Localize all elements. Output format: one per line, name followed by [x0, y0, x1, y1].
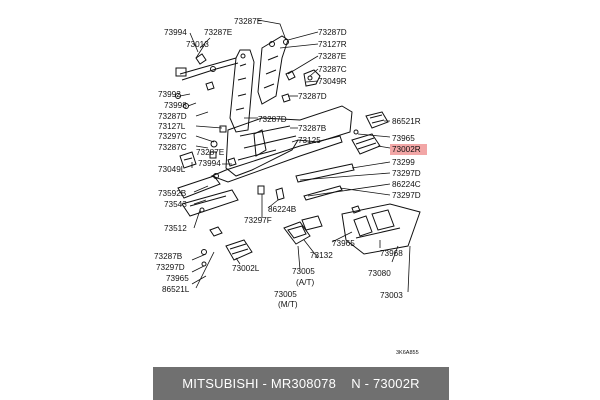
part-label: 73287C [318, 65, 347, 74]
part-label-highlight: 73002R [392, 145, 421, 154]
part-label: 73003 [380, 291, 403, 300]
part-label: 73994 [198, 159, 221, 168]
part-label: 73125 [298, 136, 321, 145]
footer-ref: N - 73002R [351, 376, 420, 391]
part-label: 73287D [298, 92, 327, 101]
part-label: 73299 [392, 158, 415, 167]
footer-part-number: MR308078 [270, 376, 337, 391]
part-label: 86224C [392, 180, 421, 189]
part-label: 73287C [158, 143, 187, 152]
footer-spacer [336, 376, 351, 391]
part-label: 73013 [186, 40, 209, 49]
part-label: 73287E [196, 148, 225, 157]
part-label: 73287E [234, 17, 263, 26]
leader-lines [179, 19, 411, 293]
part-label: 73005 [292, 267, 315, 276]
part-label: 73994 [164, 28, 187, 37]
part-label: 73287E [204, 28, 233, 37]
part-label: 73002L [232, 264, 260, 273]
part-label: 73287B [154, 252, 183, 261]
part-label: 86224B [268, 205, 297, 214]
part-label: 73297D [156, 263, 185, 272]
part-label: 73080 [368, 269, 391, 278]
part-label: 73049R [318, 77, 347, 86]
part-labels: 73287E 73994 73287E 73013 73287D 73127R … [154, 17, 427, 356]
part-label: 73592B [158, 189, 187, 198]
part-label: 73968 [380, 249, 403, 258]
part-label: 73287D [318, 28, 347, 37]
footer-bar: MITSUBISHI - MR308078 N - 73002R [153, 367, 449, 400]
part-label: 73297D [392, 169, 421, 178]
diagram-code: 3K6A855 [396, 350, 419, 356]
part-label: 73005 [274, 290, 297, 299]
part-label: 73287D [158, 112, 187, 121]
part-label: 73132 [310, 251, 333, 260]
part-label: 73297F [244, 216, 272, 225]
footer-separator: - [258, 376, 271, 391]
part-label: 73992 [158, 90, 181, 99]
parts-diagram: 73287E 73994 73287E 73013 73287D 73127R … [154, 17, 427, 356]
part-label: 73998 [164, 101, 187, 110]
part-label: 73127R [318, 40, 347, 49]
part-label: 73287E [318, 52, 347, 61]
footer-brand: MITSUBISHI [182, 376, 259, 391]
part-label: (M/T) [278, 300, 298, 309]
part-label: 73287B [298, 124, 327, 133]
part-label: 73297C [158, 132, 187, 141]
part-label: 73512 [164, 224, 187, 233]
part-label: 73965 [392, 134, 415, 143]
part-label: 73543 [164, 200, 187, 209]
part-label: 73287D [258, 115, 287, 124]
part-label: (A/T) [296, 278, 314, 287]
part-label: 86521R [392, 117, 421, 126]
part-drawings [175, 35, 421, 267]
part-label: 73127L [158, 122, 186, 131]
part-label: 86521L [162, 285, 190, 294]
part-label: 73965 [166, 274, 189, 283]
highlight-box [390, 144, 427, 155]
part-label: 73297D [392, 191, 421, 200]
part-label: 73049L [158, 165, 186, 174]
part-label: 73965 [332, 239, 355, 248]
